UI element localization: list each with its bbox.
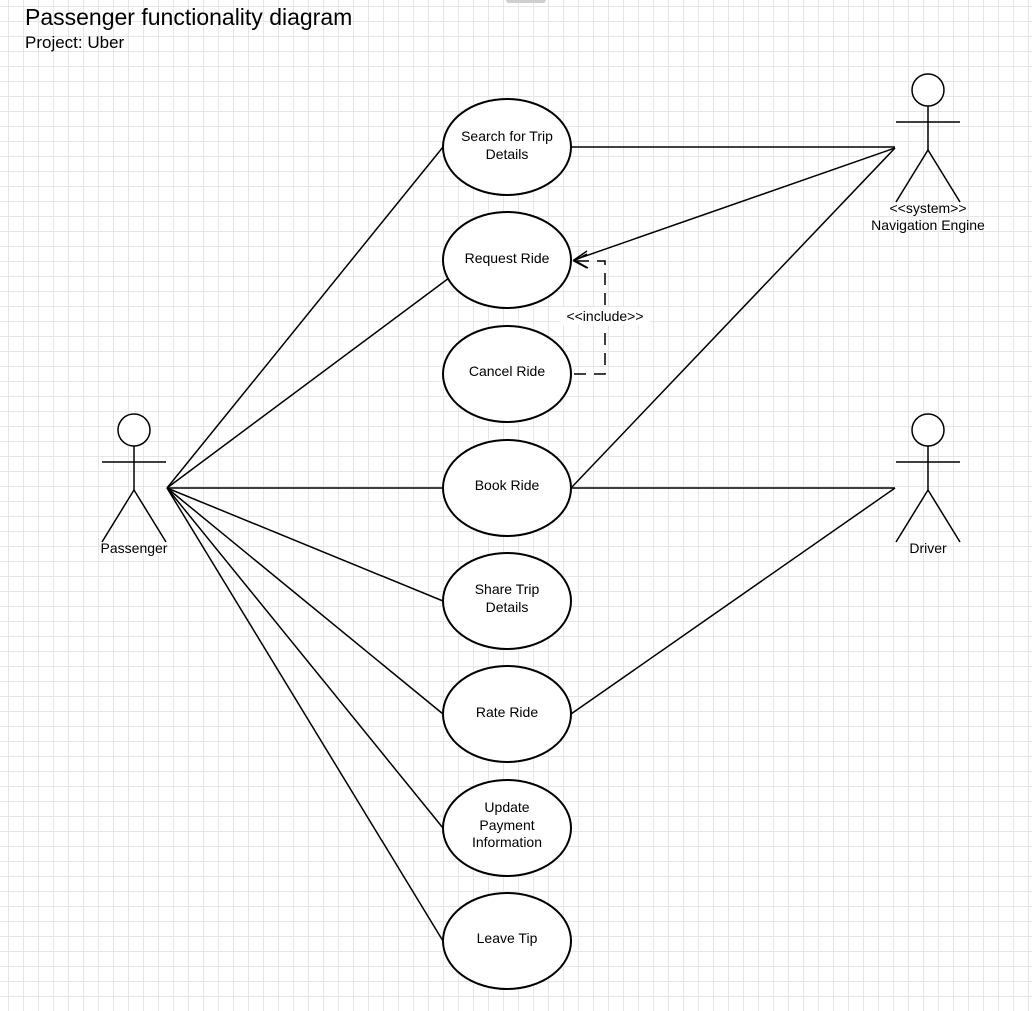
actor-leg-right bbox=[133, 489, 167, 543]
use-case-share-trip-details[interactable]: Share Trip Details bbox=[442, 552, 572, 650]
assoc-passenger-rate-ride[interactable] bbox=[166, 487, 444, 715]
use-case-leave-tip[interactable]: Leave Tip bbox=[442, 892, 572, 990]
use-case-oval[interactable] bbox=[442, 98, 572, 196]
use-case-oval[interactable] bbox=[442, 552, 572, 650]
actor-leg-right bbox=[927, 489, 961, 543]
use-case-oval[interactable] bbox=[442, 779, 572, 877]
actor-label: Navigation Engine bbox=[871, 217, 985, 233]
use-case-oval[interactable] bbox=[442, 665, 572, 763]
actor-head bbox=[911, 413, 945, 447]
actor-leg-left bbox=[895, 149, 929, 203]
use-case-label: Book Ride bbox=[475, 477, 540, 493]
use-case-label: Details bbox=[486, 599, 529, 615]
use-case-label: Share Trip bbox=[475, 581, 540, 597]
assoc-driver-rate-ride[interactable] bbox=[570, 487, 896, 715]
use-case-oval[interactable] bbox=[442, 439, 572, 537]
use-case-search-trip-details[interactable]: Search for Trip Details bbox=[442, 98, 572, 196]
include-arrowhead bbox=[572, 253, 588, 269]
include-label-background bbox=[560, 307, 650, 325]
use-case-label: Rate Ride bbox=[476, 704, 538, 720]
actor-head bbox=[911, 73, 945, 107]
canvas-top-handle[interactable] bbox=[506, 0, 546, 3]
assoc-passenger-share-trip-details[interactable] bbox=[166, 487, 444, 602]
actor-label: Driver bbox=[909, 540, 947, 556]
actor-stereotype: <<system>> bbox=[889, 200, 966, 216]
actor-leg-left bbox=[895, 489, 929, 543]
use-case-label: Payment bbox=[479, 817, 534, 833]
use-case-update-payment-information[interactable]: Update Payment Information bbox=[442, 779, 572, 877]
actor-leg-left bbox=[101, 489, 135, 543]
diagram-subtitle: Project: Uber bbox=[25, 33, 125, 52]
use-case-cancel-ride[interactable]: Cancel Ride bbox=[442, 325, 572, 423]
include-label: <<include>> bbox=[566, 308, 643, 324]
use-case-label: Leave Tip bbox=[477, 930, 538, 946]
diagram-title: Passenger functionality diagram bbox=[25, 4, 353, 30]
assoc-passenger-update-payment-information[interactable] bbox=[166, 487, 444, 829]
use-case-request-ride[interactable]: Request Ride bbox=[442, 211, 572, 309]
use-case-label: Information bbox=[472, 834, 542, 850]
use-case-rate-ride[interactable]: Rate Ride bbox=[442, 665, 572, 763]
use-case-oval[interactable] bbox=[442, 211, 572, 309]
actor-passenger[interactable]: Passenger bbox=[101, 413, 168, 556]
actor-label: Passenger bbox=[101, 540, 168, 556]
actor-navigation-engine[interactable]: <<system>> Navigation Engine bbox=[871, 73, 985, 233]
use-case-label: Update bbox=[484, 799, 529, 815]
associations: <<include>> bbox=[166, 146, 896, 942]
actor-head bbox=[117, 413, 151, 447]
assoc-passenger-search-trip-details[interactable] bbox=[166, 146, 444, 489]
use-case-label: Search for Trip bbox=[461, 128, 553, 144]
assoc-navigation-engine-request-ride[interactable] bbox=[573, 147, 896, 261]
actor-driver[interactable]: Driver bbox=[895, 413, 961, 556]
use-case-label: Cancel Ride bbox=[469, 363, 545, 379]
actor-leg-right bbox=[927, 149, 961, 203]
assoc-passenger-request-ride[interactable] bbox=[166, 277, 450, 489]
assoc-passenger-leave-tip[interactable] bbox=[166, 487, 444, 942]
use-case-label: Request Ride bbox=[465, 250, 550, 266]
use-case-oval[interactable] bbox=[442, 892, 572, 990]
use-case-oval[interactable] bbox=[442, 325, 572, 423]
use-case-label: Details bbox=[486, 146, 529, 162]
use-case-book-ride[interactable]: Book Ride bbox=[442, 439, 572, 537]
assoc-navigation-engine-book-ride[interactable] bbox=[570, 147, 896, 489]
